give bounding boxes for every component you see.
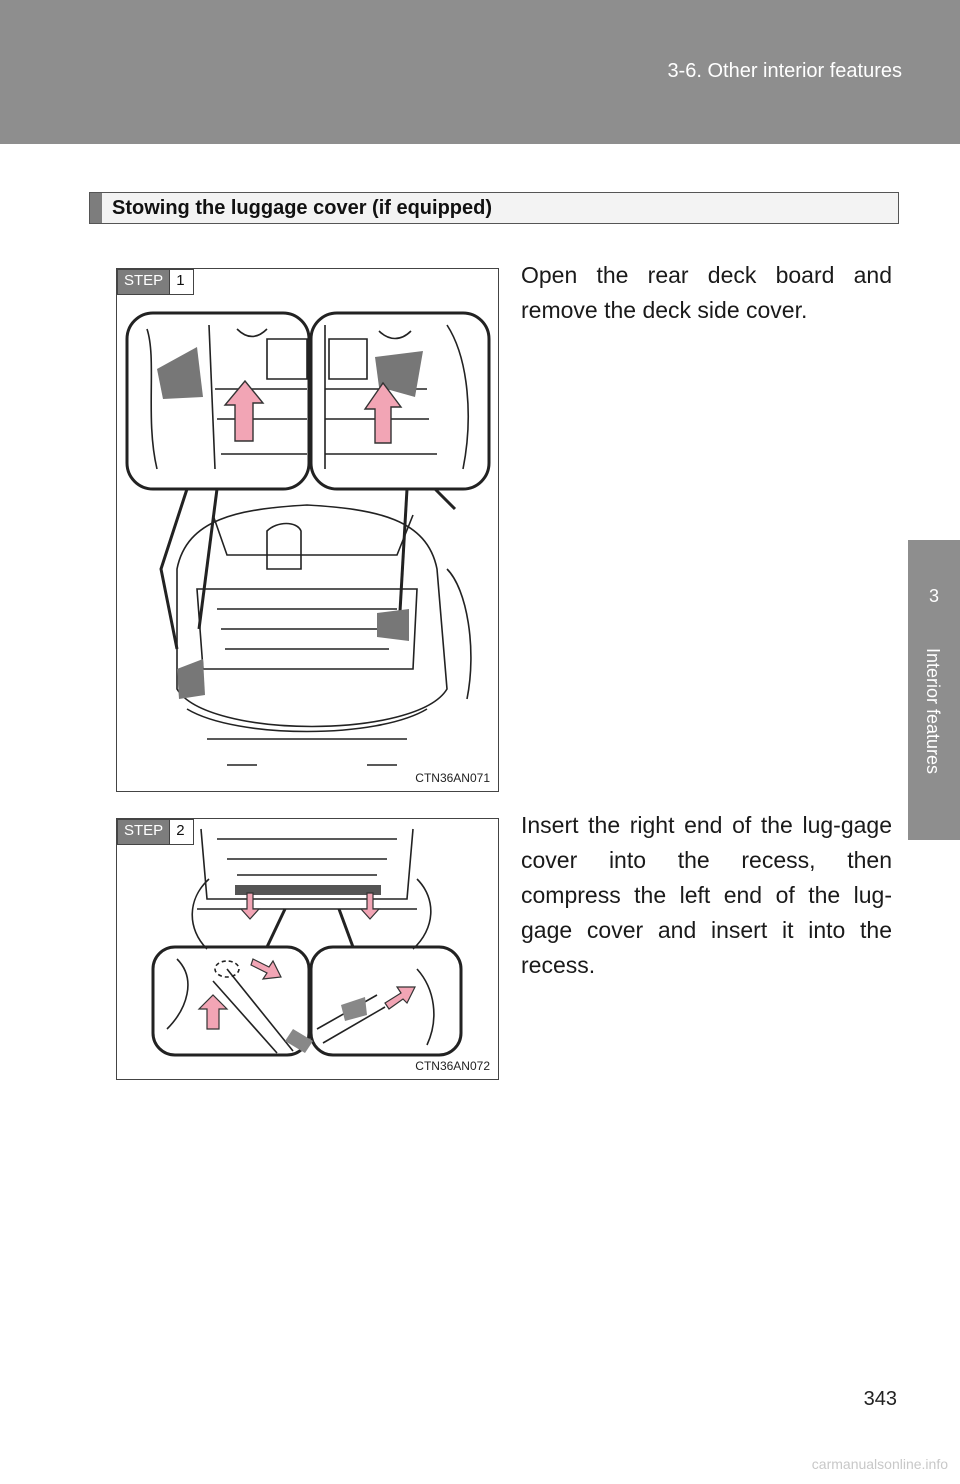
step-2-text: Insert the right end of the lug-gage cov… [521,812,892,978]
page-header: 3-6. Other interior features [0,0,960,144]
step-number: 2 [169,820,193,844]
down-arrow-icon [239,892,261,920]
page-number: 343 [863,1388,897,1410]
step-label: STEP [118,270,170,294]
push-arrow-icon [250,958,282,980]
step-1-figure: STEP 1 [116,268,499,792]
cargo-area-illustration [125,311,491,766]
side-tab-label: Interior features [923,648,943,775]
figure-code: CTN36AN072 [415,1059,490,1073]
step-1-text: Open the rear deck board and remove the … [521,262,892,323]
step-number: 1 [169,270,193,294]
section-title: Stowing the luggage cover (if equipped) [112,197,493,219]
section-heading: Stowing the luggage cover (if equipped) [89,192,899,224]
luggage-cover-illustration [151,828,463,1057]
insert-arrow-icon [384,986,416,1010]
step-1-badge: STEP 1 [117,269,194,295]
footer-watermark: carmanualsonline.info [811,1456,948,1472]
step-2-badge: STEP 2 [117,819,194,845]
figure-code: CTN36AN071 [415,771,490,785]
up-arrow-icon [363,381,403,444]
up-arrow-icon [197,994,229,1030]
side-tab: 3 Interior features [908,540,960,840]
step-label: STEP [118,820,170,844]
chapter-title: 3-6. Other interior features [667,60,902,82]
side-tab-number: 3 [928,586,939,606]
step-2-figure: STEP 2 [116,818,499,1080]
up-arrow-icon [223,379,265,442]
down-arrow-icon [359,892,381,920]
